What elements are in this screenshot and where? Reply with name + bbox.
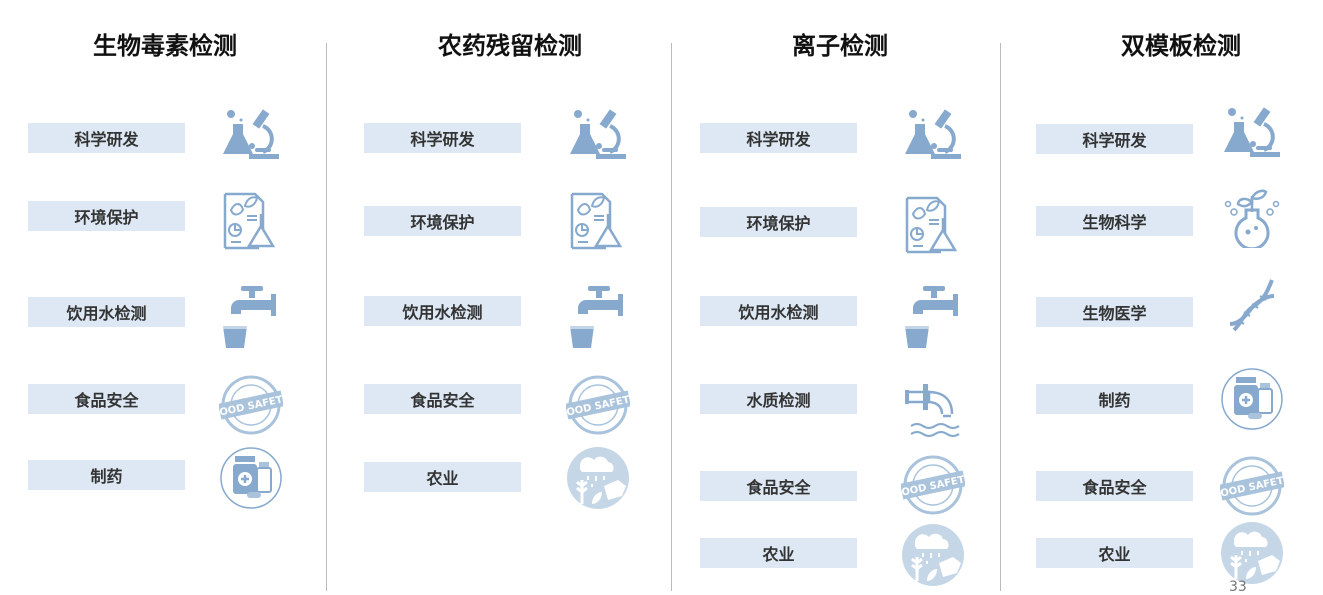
application-label: 制药 xyxy=(1036,384,1193,414)
faucet-water-icon xyxy=(566,284,630,348)
application-label: 制药 xyxy=(28,460,185,490)
application-label: 科学研发 xyxy=(364,123,521,153)
lab-microscope-icon xyxy=(566,106,630,170)
food-safety-stamp-icon: FOOD SAFETY xyxy=(1213,454,1292,518)
food-safety-stamp-icon: FOOD SAFETY xyxy=(212,373,291,437)
page-number: 33 xyxy=(1229,579,1247,595)
plant-flask-icon xyxy=(1220,184,1284,251)
lab-microscope-icon xyxy=(219,106,283,170)
application-label: 饮用水检测 xyxy=(364,296,521,326)
lab-microscope-icon xyxy=(1220,104,1284,168)
medicine-bottle-icon xyxy=(1220,367,1284,431)
application-label: 环境保护 xyxy=(700,207,857,237)
column-title: 农药残留检测 xyxy=(438,32,582,60)
application-label: 环境保护 xyxy=(364,206,521,236)
column-title: 双模板检测 xyxy=(1121,32,1241,60)
column-divider xyxy=(671,43,672,591)
column-divider xyxy=(1000,43,1001,591)
column-title: 生物毒素检测 xyxy=(93,32,237,60)
faucet-water-icon xyxy=(901,284,965,348)
application-label: 饮用水检测 xyxy=(700,296,857,326)
application-label: 饮用水检测 xyxy=(28,297,185,327)
application-label: 食品安全 xyxy=(1036,471,1193,501)
application-label: 农业 xyxy=(1036,538,1193,568)
application-label: 水质检测 xyxy=(700,384,857,414)
column-divider xyxy=(326,43,327,591)
application-label: 生物科学 xyxy=(1036,206,1193,236)
food-safety-stamp-icon: FOOD SAFETY xyxy=(559,373,638,437)
column-title: 离子检测 xyxy=(792,32,888,60)
faucet-water-icon xyxy=(219,284,283,348)
application-label: 环境保护 xyxy=(28,201,185,231)
food-safety-stamp-icon: FOOD SAFETY xyxy=(894,453,973,517)
application-label: 科学研发 xyxy=(28,123,185,153)
application-label: 食品安全 xyxy=(364,384,521,414)
agriculture-icon xyxy=(566,446,630,510)
environment-report-icon xyxy=(566,190,630,254)
application-label: 农业 xyxy=(700,538,857,568)
application-label: 农业 xyxy=(364,462,521,492)
application-label: 科学研发 xyxy=(1036,124,1193,154)
application-label: 生物医学 xyxy=(1036,297,1193,327)
lab-microscope-icon xyxy=(901,106,965,170)
medicine-bottle-icon xyxy=(219,446,283,510)
environment-report-icon xyxy=(901,194,965,258)
application-label: 科学研发 xyxy=(700,123,857,153)
environment-report-icon xyxy=(219,190,283,254)
agriculture-icon xyxy=(901,523,965,587)
application-label: 食品安全 xyxy=(28,384,185,414)
application-label: 食品安全 xyxy=(700,471,857,501)
agriculture-icon xyxy=(1220,521,1284,585)
water-pipe-icon xyxy=(901,376,965,440)
dna-icon xyxy=(1220,274,1284,338)
